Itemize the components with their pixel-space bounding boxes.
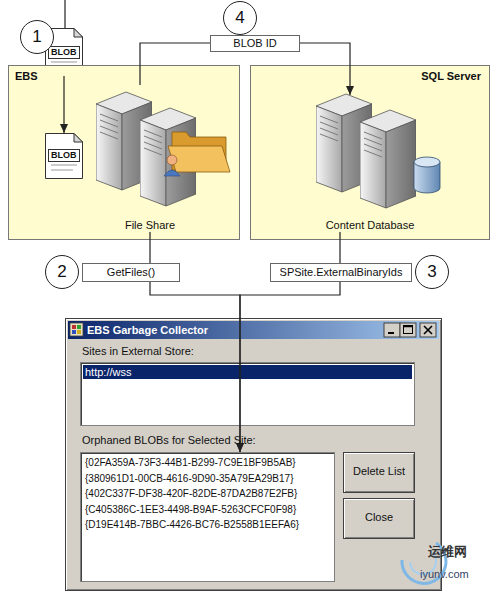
server-node: Content Database bbox=[300, 95, 440, 232]
maximize-glyph bbox=[404, 326, 413, 328]
node-text: Content Database bbox=[300, 219, 440, 231]
node-text: BLOB bbox=[48, 46, 80, 59]
node-text: {380961D1-00CB-4616-9D90-35A79EA29B17} bbox=[85, 473, 294, 485]
callout-number: 3 bbox=[415, 255, 449, 289]
server-icon bbox=[360, 110, 416, 208]
node-text: BLOB bbox=[48, 149, 80, 162]
user-figure bbox=[164, 170, 180, 176]
node-text: File Share bbox=[85, 219, 215, 231]
connector-label: GetFiles() bbox=[82, 263, 180, 282]
server-icon bbox=[140, 108, 196, 206]
connector-label: SPSite.ExternalBinaryIds bbox=[270, 263, 412, 282]
field-caption: Sites in External Store: bbox=[82, 345, 194, 357]
callout-number: 4 bbox=[223, 1, 257, 35]
node-text: SQL Server bbox=[421, 70, 481, 82]
node-text: http://wss bbox=[83, 365, 412, 379]
folder-back bbox=[172, 132, 226, 170]
window-title: EBS Garbage Collector bbox=[87, 324, 208, 336]
region-box: SQL ServerContent Database bbox=[250, 65, 490, 240]
database-cylinder bbox=[414, 162, 440, 193]
window-icon bbox=[77, 330, 81, 334]
folder-front bbox=[168, 146, 230, 172]
window-icon bbox=[72, 325, 76, 329]
server-icon bbox=[316, 94, 372, 192]
push-button: Delete List bbox=[343, 452, 415, 493]
node-text: Close bbox=[344, 511, 414, 523]
window-icon bbox=[72, 330, 76, 334]
minimize-button bbox=[384, 323, 400, 337]
node-text: EBS bbox=[15, 70, 38, 82]
maximize-glyph bbox=[404, 326, 413, 334]
close-button bbox=[420, 323, 436, 337]
region-box: EBS BLOB File Share bbox=[8, 65, 240, 240]
node-text: {02FA359A-73F3-44B1-B299-7C9E1BF9B5AB} bbox=[85, 457, 296, 469]
list-box: http://wss bbox=[80, 362, 415, 426]
server-icon bbox=[96, 92, 152, 190]
window-icon bbox=[70, 323, 83, 336]
document-page bbox=[46, 134, 83, 179]
node-text: {402C337F-DF38-420F-82DE-87DA2B87E2FB} bbox=[85, 488, 297, 500]
document-fold bbox=[74, 29, 83, 38]
user-figure bbox=[167, 155, 177, 165]
node-text: {C405386C-1EE3-4498-B9AF-5263CFCF0F98} bbox=[85, 504, 296, 516]
minimize-glyph bbox=[388, 332, 394, 334]
text-box: {02FA359A-73F3-44B1-B299-7C9E1BF9B5AB} {3… bbox=[80, 452, 335, 582]
input-line bbox=[64, 0, 65, 28]
close-glyph bbox=[424, 326, 432, 334]
callout-number: 1 bbox=[20, 20, 54, 54]
server-node: File Share bbox=[85, 85, 215, 232]
window-icon bbox=[77, 325, 81, 329]
callout-number: 2 bbox=[45, 255, 79, 289]
maximize-button bbox=[400, 323, 416, 337]
app-window: EBS Garbage Collector http://wss {02FA359A… bbox=[65, 318, 442, 591]
connector-label: BLOB ID bbox=[210, 35, 300, 52]
connector bbox=[63, 76, 64, 133]
field-caption: Orphaned BLOBs for Selected Site: bbox=[82, 434, 256, 446]
watermark: 运维网 bbox=[428, 543, 467, 561]
node-text: {D19E414B-7BBC-4426-BC76-B2558B1EEFA6} bbox=[85, 519, 299, 531]
push-button: Close bbox=[343, 498, 415, 539]
document-fold bbox=[74, 134, 83, 143]
database-top bbox=[414, 157, 440, 167]
title-bar: EBS Garbage Collector bbox=[68, 321, 439, 339]
document-lines bbox=[51, 165, 77, 170]
node-text: Delete List bbox=[344, 465, 414, 477]
document-shape: BLOB bbox=[45, 133, 83, 179]
watermark: iyunv.com bbox=[420, 568, 469, 580]
